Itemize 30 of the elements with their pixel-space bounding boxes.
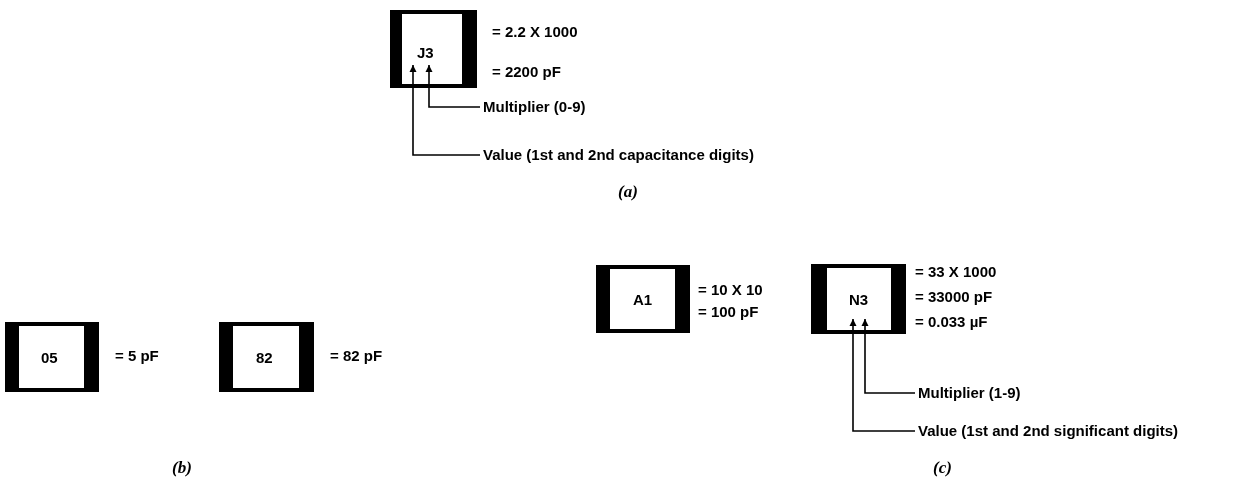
figure-caption: (c) [933, 458, 952, 478]
value-equation: = 0.033 µF [915, 313, 988, 331]
callout-text: Value (1st and 2nd capacitance digits) [483, 146, 754, 164]
callout-text: Multiplier (0-9) [483, 98, 586, 116]
callout-text: Value (1st and 2nd significant digits) [918, 422, 1179, 440]
figure-caption: (a) [618, 182, 638, 202]
chip-marking: A1 [633, 291, 653, 308]
value-equation: = 100 pF [698, 303, 759, 321]
capacitor-chip [390, 10, 477, 88]
leader-arrow [849, 318, 916, 432]
value-equation: = 2200 pF [492, 63, 561, 81]
leader-arrow [861, 318, 916, 394]
capacitor-chip [219, 322, 314, 392]
value-equation: = 82 pF [330, 347, 383, 365]
value-equation: = 33000 pF [915, 288, 993, 306]
chip-marking: 82 [256, 349, 273, 366]
value-equation: = 5 pF [115, 347, 159, 365]
value-equation: = 10 X 10 [698, 281, 763, 299]
figure-caption: (b) [172, 458, 192, 478]
value-equation: = 2.2 X 1000 [492, 23, 578, 41]
capacitor-chip [596, 265, 690, 333]
chip-marking: 05 [41, 349, 58, 366]
leader-arrow [425, 64, 481, 108]
capacitor-chip [811, 264, 906, 334]
callout-text: Multiplier (1-9) [918, 384, 1021, 402]
value-equation: = 33 X 1000 [915, 263, 997, 281]
capacitor-chip [5, 322, 99, 392]
chip-marking: J3 [417, 44, 434, 61]
chip-marking: N3 [849, 291, 869, 308]
leader-arrow [409, 64, 481, 156]
